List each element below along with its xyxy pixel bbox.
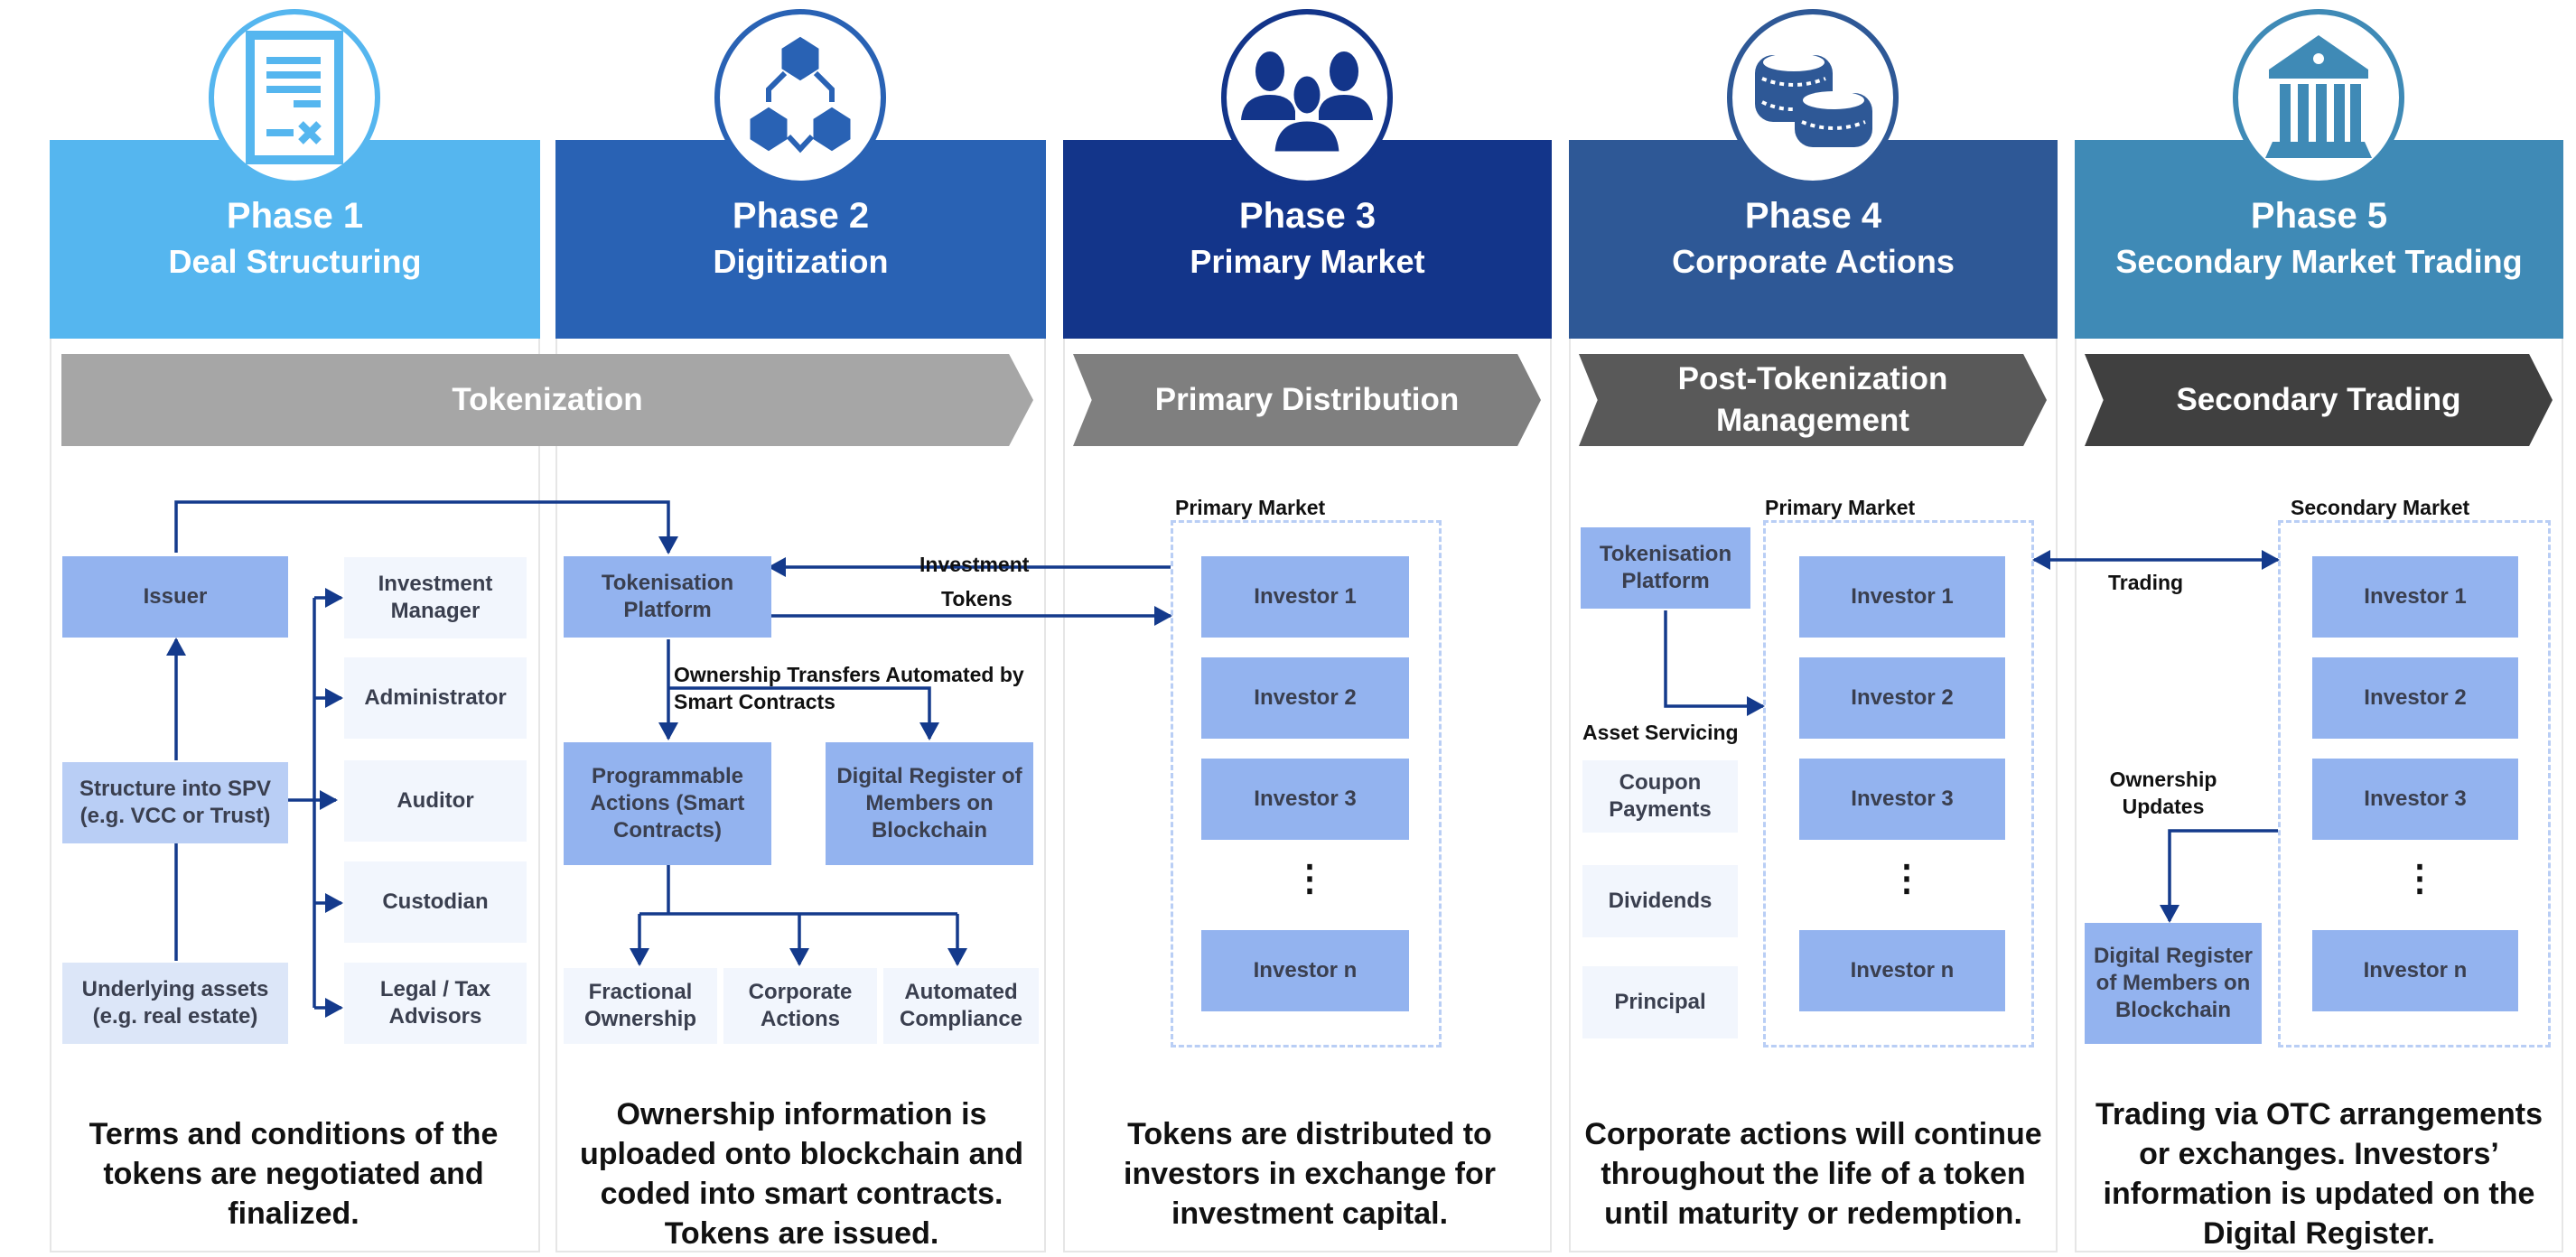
tokenisation-platform-box: Tokenisation Platform: [564, 556, 771, 638]
ellipsis: ⋮: [2402, 859, 2438, 899]
phase-name: Secondary Market Trading: [2115, 243, 2523, 280]
servicing-box: Coupon Payments: [1582, 760, 1738, 833]
digital-register-box: Digital Register of Members on Blockchai…: [826, 742, 1033, 865]
phase-number: Phase 2: [732, 196, 870, 236]
investor-box: Investor n: [1201, 930, 1409, 1011]
phase-name: Primary Market: [1190, 243, 1425, 280]
investor-box: Investor n: [1799, 930, 2005, 1011]
investment-label: Investment: [919, 553, 1030, 576]
party-box: Administrator: [344, 657, 527, 739]
investor-box: Investor 2: [1201, 657, 1409, 739]
ellipsis: ⋮: [1292, 859, 1328, 899]
party-box: Investment Manager: [344, 557, 527, 638]
underlying-assets-box: Underlying assets (e.g. real estate): [62, 963, 288, 1044]
phase-4-icon-badge: [1727, 9, 1899, 186]
phase-number: Phase 5: [2250, 196, 2388, 236]
outcome-box: Fractional Ownership: [564, 968, 717, 1044]
asset-servicing-label: Asset Servicing: [1582, 721, 1739, 744]
secondary-market-group: [2278, 520, 2551, 1048]
phase-4-caption: Corporate actions will continue througho…: [1584, 1117, 2042, 1231]
phase-number: Phase 1: [226, 196, 364, 236]
bank-building-icon: [2265, 35, 2372, 158]
phase-5-icon-badge: [2233, 9, 2404, 186]
investor-box: Investor 1: [1201, 556, 1409, 638]
stage-tokenization-banner: Tokenization: [61, 354, 1033, 446]
people-group-icon: [1241, 51, 1373, 154]
stage-primary-distribution-banner: Primary Distribution: [1073, 354, 1541, 446]
phase-2-caption: Ownership information is uploaded onto b…: [579, 1097, 1024, 1251]
phase-name: Digitization: [713, 243, 889, 280]
primary-market-group: [1763, 520, 2034, 1048]
primary-market-label: Primary Market: [1765, 496, 1916, 519]
trading-label: Trading: [2108, 571, 2184, 594]
investor-box: Investor 3: [1799, 759, 2005, 840]
issuer-box: Issuer: [62, 556, 288, 638]
phase-1-caption: Terms and conditions of the tokens are n…: [89, 1117, 499, 1231]
party-box: Legal / Tax Advisors: [344, 963, 527, 1044]
stage-label: Secondary Trading: [2176, 382, 2461, 417]
phase-number: Phase 4: [1744, 196, 1882, 236]
tokenisation-platform-box: Tokenisation Platform: [1581, 527, 1750, 609]
investor-box: Investor 3: [2312, 759, 2518, 840]
phase-name: Corporate Actions: [1672, 243, 1955, 280]
phase-name: Deal Structuring: [168, 243, 422, 280]
investor-box: Investor n: [2312, 930, 2518, 1011]
phase-3-caption: Tokens are distributed to investors in e…: [1124, 1117, 1496, 1231]
blockchain-cubes-icon: [747, 33, 854, 154]
primary-market-group: [1171, 520, 1442, 1048]
stage-label: Post-Tokenization Management: [1677, 361, 1948, 438]
document-contract-icon: [246, 31, 343, 164]
ellipsis: ⋮: [1889, 859, 1925, 899]
stage-label: Tokenization: [452, 382, 643, 417]
primary-market-label: Primary Market: [1175, 496, 1326, 519]
phase-1-icon-badge: [209, 9, 380, 186]
investor-box: Investor 2: [2312, 657, 2518, 739]
ownership-transfers-label: Ownership Transfers Automated by Smart C…: [674, 663, 1024, 713]
phase-5-caption: Trading via OTC arrangements or exchange…: [2095, 1097, 2543, 1251]
coins-stack-icon: [1755, 53, 1872, 147]
stage-secondary-trading-banner: Secondary Trading: [2085, 354, 2553, 446]
phase-3-icon-badge: [1221, 9, 1393, 186]
programmable-actions-box: Programmable Actions (Smart Contracts): [564, 742, 771, 865]
phase-2-icon-badge: [714, 9, 886, 186]
secondary-market-label: Secondary Market: [2291, 496, 2470, 519]
party-box: Auditor: [344, 760, 527, 842]
investor-box: Investor 2: [1799, 657, 2005, 739]
party-box: Custodian: [344, 861, 527, 943]
spv-box: Structure into SPV (e.g. VCC or Trust): [62, 762, 288, 843]
investor-box: Investor 3: [1201, 759, 1409, 840]
stage-label: Primary Distribution: [1154, 382, 1460, 417]
digital-register-box: Digital Register of Members on Blockchai…: [2085, 923, 2262, 1044]
servicing-box: Principal: [1582, 966, 1738, 1038]
tokens-label: Tokens: [941, 587, 1013, 610]
ownership-updates-label: Ownership Updates: [2109, 768, 2217, 818]
outcome-box: Automated Compliance: [883, 968, 1039, 1044]
investor-box: Investor 1: [1799, 556, 2005, 638]
servicing-box: Dividends: [1582, 865, 1738, 937]
outcome-box: Corporate Actions: [723, 968, 877, 1044]
stage-post-tokenization-banner: Post-Tokenization Management: [1579, 354, 2047, 446]
phase-number: Phase 3: [1238, 196, 1377, 236]
investor-box: Investor 1: [2312, 556, 2518, 638]
